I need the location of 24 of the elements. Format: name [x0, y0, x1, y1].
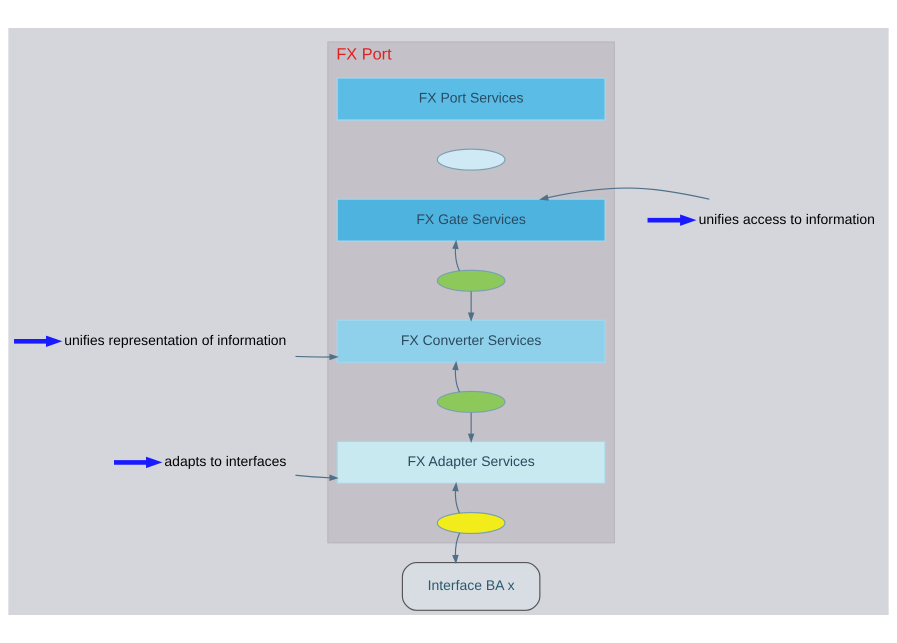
- arrow: [295, 474, 339, 482]
- node-ellipse: [436, 512, 506, 534]
- node-box: Interface BA x: [402, 562, 540, 611]
- node-ellipse: [436, 390, 506, 413]
- arrow: [468, 292, 474, 322]
- node-box: FX Port Services: [336, 78, 606, 121]
- arrow: [539, 188, 710, 201]
- node-text: unifies representation of information: [64, 332, 286, 348]
- arrow: [648, 214, 696, 226]
- node-text: unifies access to information: [698, 210, 875, 227]
- node-ellipse: [436, 270, 506, 292]
- node-text: adapts to interfaces: [164, 453, 286, 470]
- node-box: FX Converter Services: [336, 320, 606, 363]
- arrow: [295, 354, 339, 360]
- arrow: [452, 532, 460, 564]
- node-box: FX Gate Services: [336, 198, 606, 242]
- arrow: [14, 336, 62, 348]
- arrow: [452, 482, 460, 514]
- node-box: FX Adapter Services: [336, 440, 606, 484]
- node-ellipse: [436, 148, 506, 171]
- arrow: [468, 412, 474, 443]
- arrow: [452, 240, 460, 271]
- arrow: [114, 456, 162, 468]
- arrow: [452, 360, 460, 392]
